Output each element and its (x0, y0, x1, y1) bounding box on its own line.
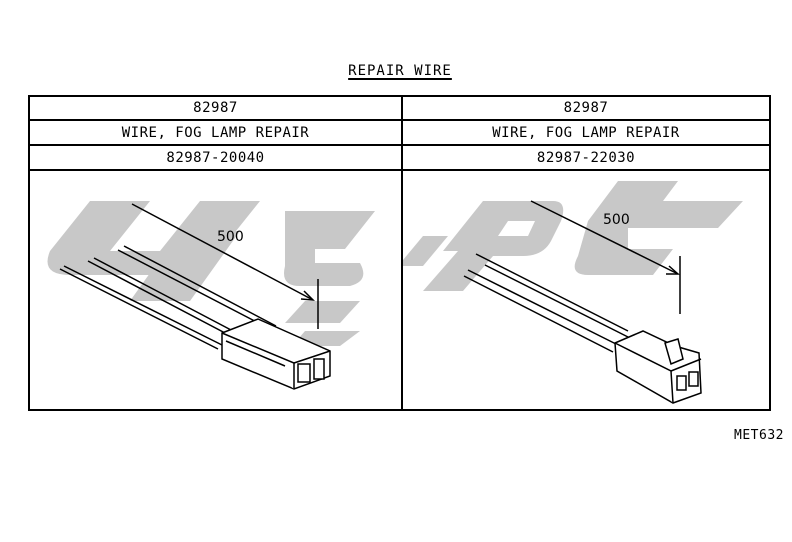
part-name-cell: WIRE, FOG LAMP REPAIR (403, 121, 769, 146)
part-number-cell: 82987-22030 (403, 146, 769, 171)
part-column-2: 82987 WIRE, FOG LAMP REPAIR 82987-22030 … (403, 97, 769, 409)
repair-wire-table: 82987 WIRE, FOG LAMP REPAIR 82987-20040 (28, 95, 771, 411)
dimension-label: 500 (603, 212, 630, 228)
dimension-label: 500 (217, 229, 244, 245)
part-number-cell: 82987-20040 (30, 146, 401, 171)
wire-harness-drawing: 500 (47, 201, 375, 390)
part-illustration-2: 500 (403, 171, 769, 409)
connector-rectangular (221, 318, 331, 390)
part-group-cell: 82987 (30, 97, 401, 121)
title-text: REPAIR WIRE (348, 63, 452, 79)
part-name-cell: WIRE, FOG LAMP REPAIR (30, 121, 401, 146)
watermark-logo (47, 201, 375, 346)
part-column-1: 82987 WIRE, FOG LAMP REPAIR 82987-20040 (30, 97, 403, 409)
wires (59, 245, 277, 350)
connector-square (614, 330, 702, 404)
figure-code: MET632 (734, 428, 784, 443)
watermark-logo (403, 181, 743, 291)
wires (463, 253, 629, 353)
diagram-title: REPAIR WIRE (300, 63, 500, 79)
part-group-cell: 82987 (403, 97, 769, 121)
part-illustration-1: 500 (30, 171, 401, 409)
wire-harness-drawing: 500 (403, 181, 743, 404)
